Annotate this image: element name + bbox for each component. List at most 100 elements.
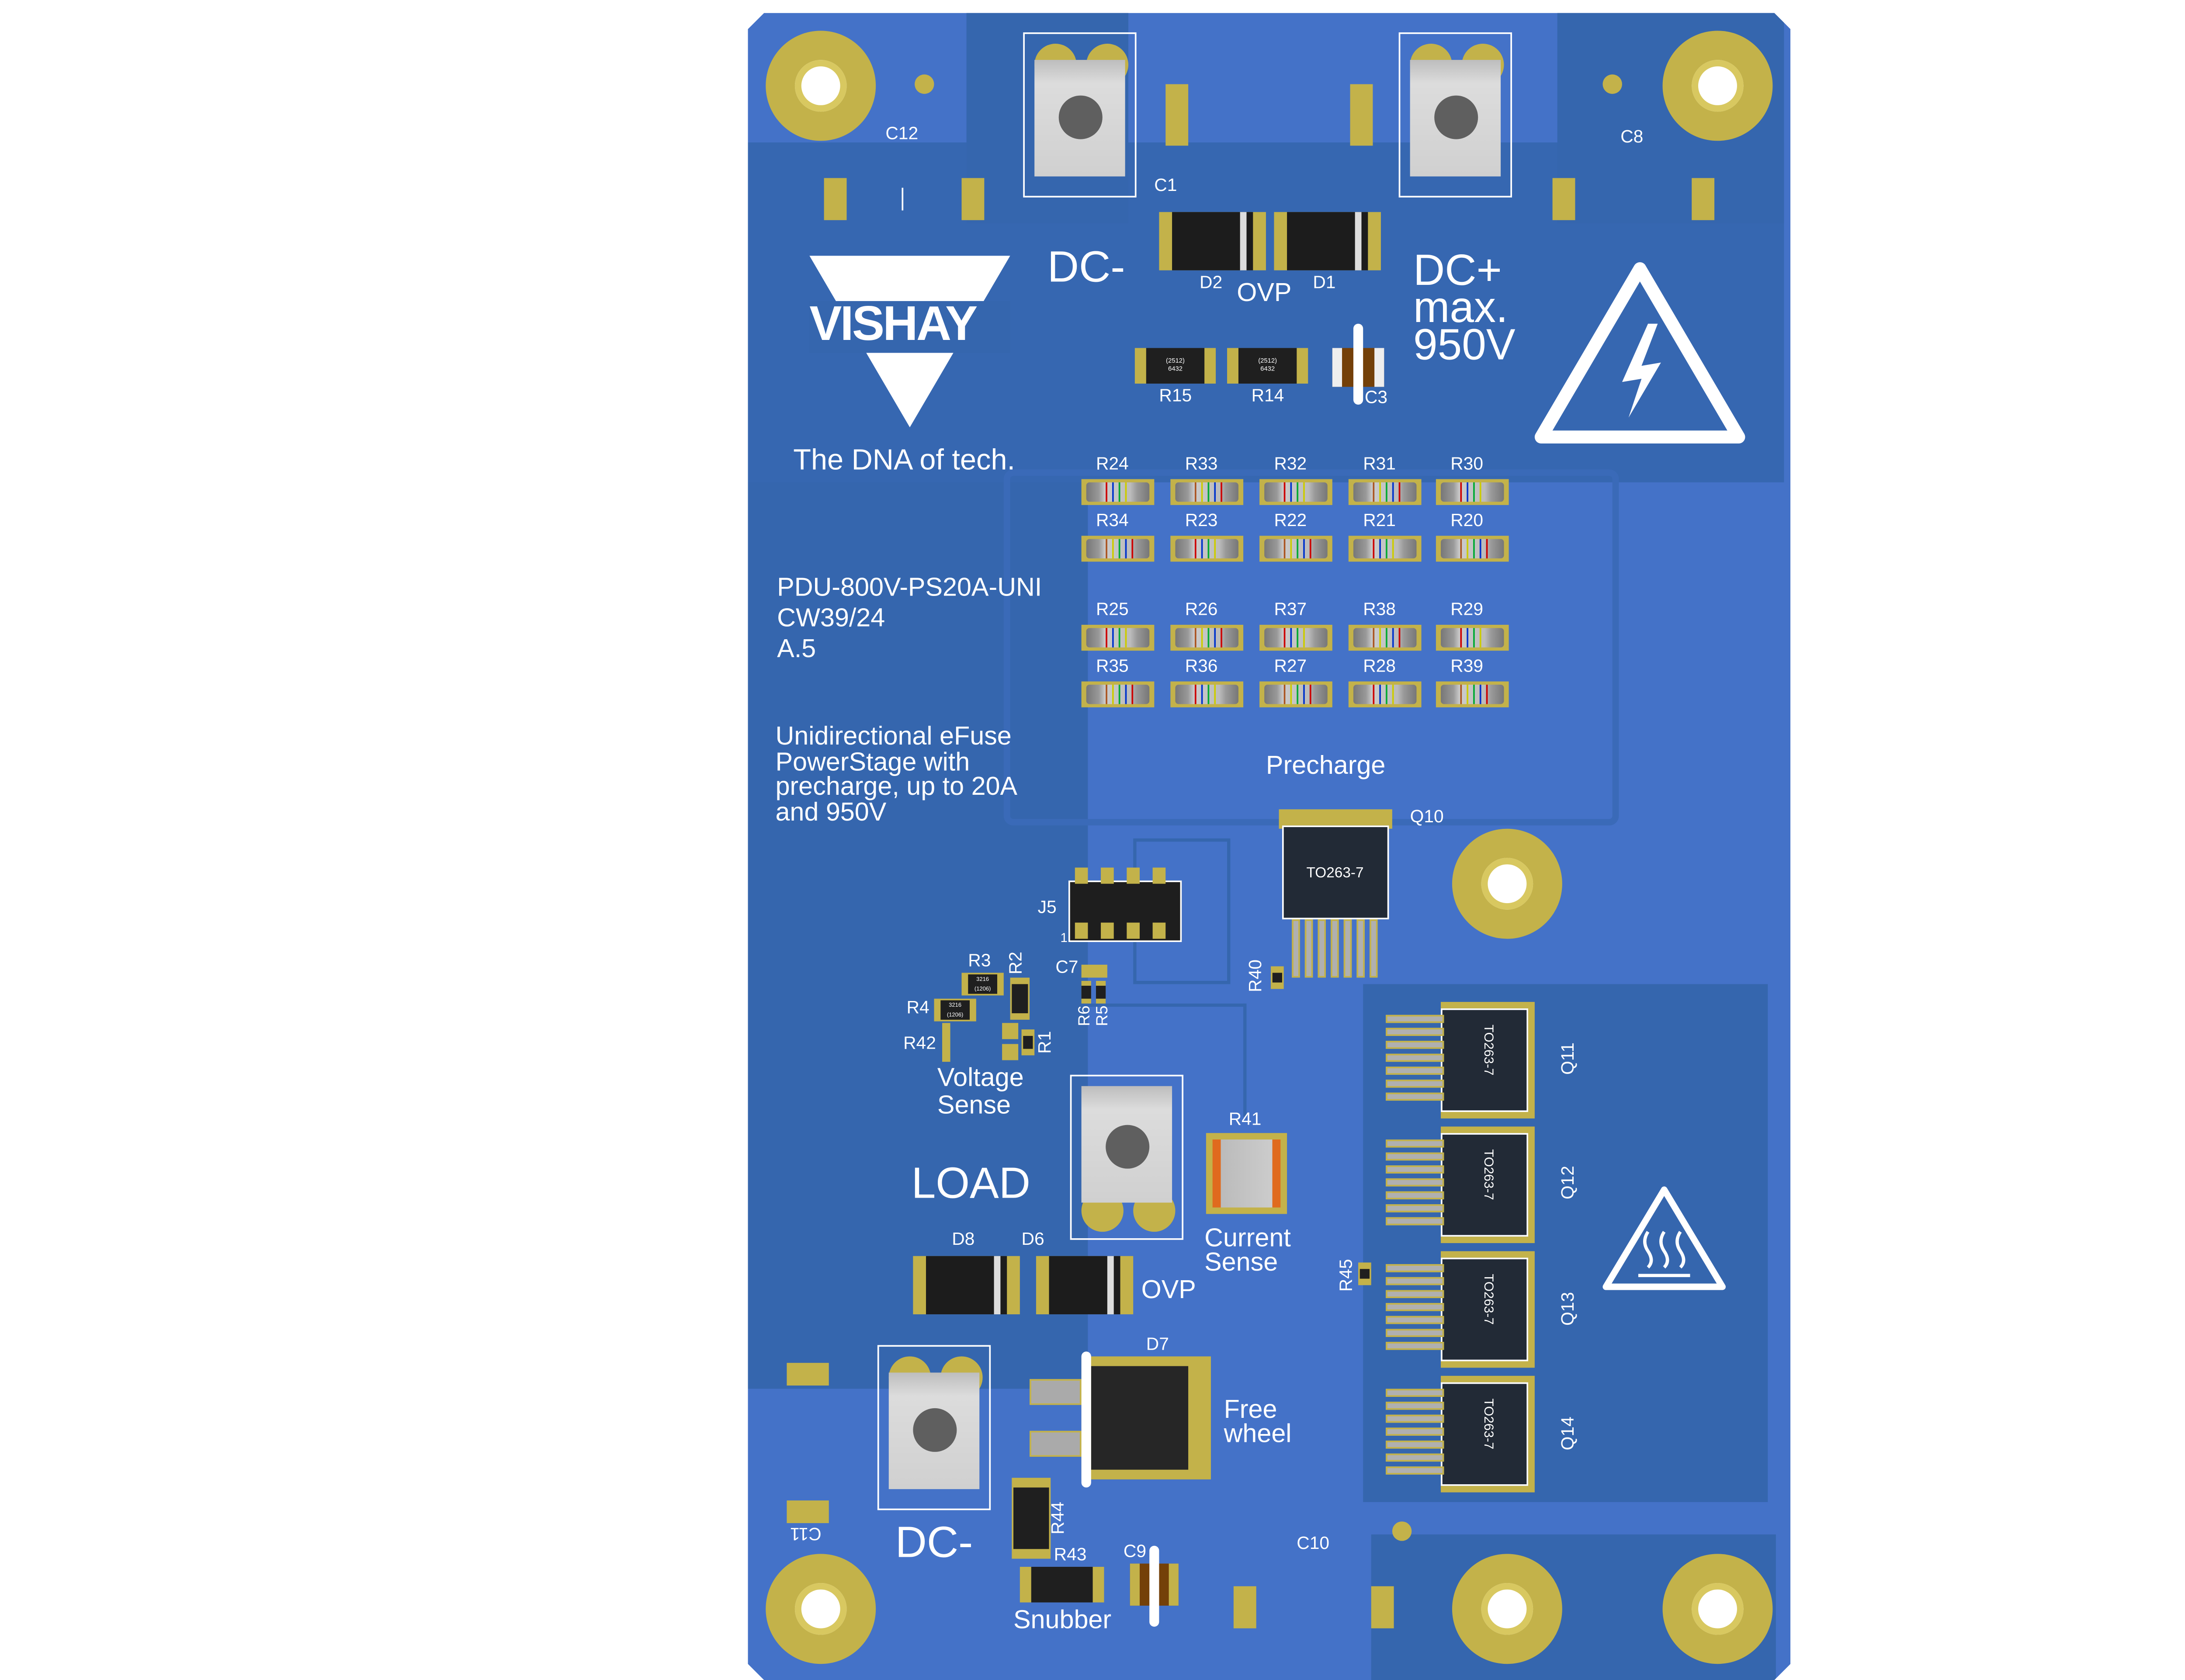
designator: R43 [1054,1545,1087,1566]
designator: Q14 [1559,1417,1578,1451]
resistor-r35 [1081,681,1155,707]
resistor-r5 [1096,980,1106,1004]
screw-icon [1106,1125,1150,1169]
mounting-hole [1662,1554,1773,1664]
terminal-dc-minus-top [1023,32,1137,197]
mounting-hole [766,31,876,141]
package-text: 3216 [949,1002,962,1008]
resistor-r15: (2512)6432 [1134,348,1216,384]
designator: R21 [1363,511,1396,531]
designator: R37 [1274,600,1307,620]
designator: R33 [1185,454,1218,475]
mounting-hole [1452,828,1562,939]
designator: D7 [1146,1335,1169,1355]
resistor-r21 [1348,536,1422,562]
signal-trace [1085,1003,1247,1117]
resistor-r30 [1436,479,1509,505]
resistor-r29 [1436,624,1509,651]
board-description: Unidirectional eFuse PowerStage with pre… [775,723,1018,828]
designator: C11 [790,1523,822,1543]
part-number: PDU-800V-PS20A-UNI [777,575,1042,603]
designator: R14 [1251,387,1284,406]
cap-pad [1350,84,1373,146]
screw-icon [1058,95,1103,139]
q10-lead [1292,919,1300,978]
designator: C1 [1154,176,1177,196]
package-text: (2512) [1258,356,1277,364]
diode-d2 [1159,212,1266,270]
cap-pad [824,178,847,220]
diode-d1 [1274,212,1381,270]
resistor-r3: 3216 (1206) [961,973,1004,996]
resistor-r28 [1348,681,1422,707]
designator: R2 [1007,952,1027,975]
designator: C7 [1055,958,1079,978]
resistor-r38 [1348,624,1422,651]
designator: R5 [1094,1005,1112,1026]
resistor-r27 [1259,681,1332,707]
designator: R36 [1185,657,1218,677]
designator: C10 [1297,1534,1330,1554]
resistor-r37 [1259,624,1332,651]
shunt-r41 [1206,1133,1287,1214]
via [1392,1521,1412,1541]
resistor-r45 [1358,1262,1371,1285]
label-ovp-bottom: OVP [1141,1277,1196,1305]
header-pin [1101,922,1114,939]
header-pin [1152,867,1166,884]
resistor-r43 [1020,1566,1104,1603]
mosfet: TO263-7 [1386,1375,1535,1493]
label-voltage-sense: Voltage Sense [937,1065,1024,1120]
resistor-r2 [1010,977,1030,1020]
package-text: TO263-7 [1481,1274,1496,1325]
designator: R29 [1450,600,1484,620]
designator: R44 [1049,1502,1068,1535]
designator: R27 [1274,657,1307,677]
designator: J5 [1037,898,1057,918]
designator: D2 [1200,274,1223,293]
header-pin [1075,867,1088,884]
revision: A.5 [777,636,816,664]
designator: R38 [1363,600,1396,620]
label-dc-minus-top: DC- [1047,242,1125,291]
vishay-logo-text: VISHAY [809,298,978,351]
package-text: TO263-7 [1481,1024,1496,1076]
cap-pad [787,1363,829,1386]
designator: R1 [1036,1031,1056,1054]
designator: R39 [1450,657,1484,677]
package-text: TO263-7 [1481,1149,1496,1200]
package-text: (2512) [1166,356,1185,364]
designator: R34 [1096,511,1129,531]
q10-lead [1304,919,1313,978]
d7-lead [1030,1431,1082,1457]
logo-tagline: The DNA of tech. [793,443,1016,476]
label-snubber: Snubber [1013,1607,1112,1635]
header-pin [1101,867,1114,884]
package-text: 3216 [976,976,989,983]
resistor-r42-pad [1002,1023,1019,1039]
designator: C9 [1123,1542,1147,1562]
capacitor-c7 [1081,964,1107,978]
designator: D6 [1021,1230,1044,1250]
q10-lead [1370,919,1378,978]
label-ovp-top: OVP [1237,280,1292,308]
header-pin [1152,922,1166,939]
header-pin [1127,922,1140,939]
terminal-dc-plus [1398,32,1512,197]
designator: R3 [968,952,991,971]
diode-d8 [913,1256,1020,1315]
high-voltage-warning-icon [1534,262,1745,444]
designator: R25 [1096,600,1129,620]
header-pin [1127,867,1140,884]
mosfet-q10: TO263-7 [1282,825,1389,920]
label-free-wheel: Free wheel [1224,1396,1292,1449]
mounting-hole [1452,1554,1562,1664]
cap-pad [1552,178,1575,220]
package-text: (1206) [974,986,991,992]
mounting-hole [1662,31,1773,141]
designator: R41 [1228,1110,1262,1130]
cap-pad [787,1500,829,1523]
q10-lead [1318,919,1326,978]
hot-surface-warning-icon [1602,1186,1726,1290]
